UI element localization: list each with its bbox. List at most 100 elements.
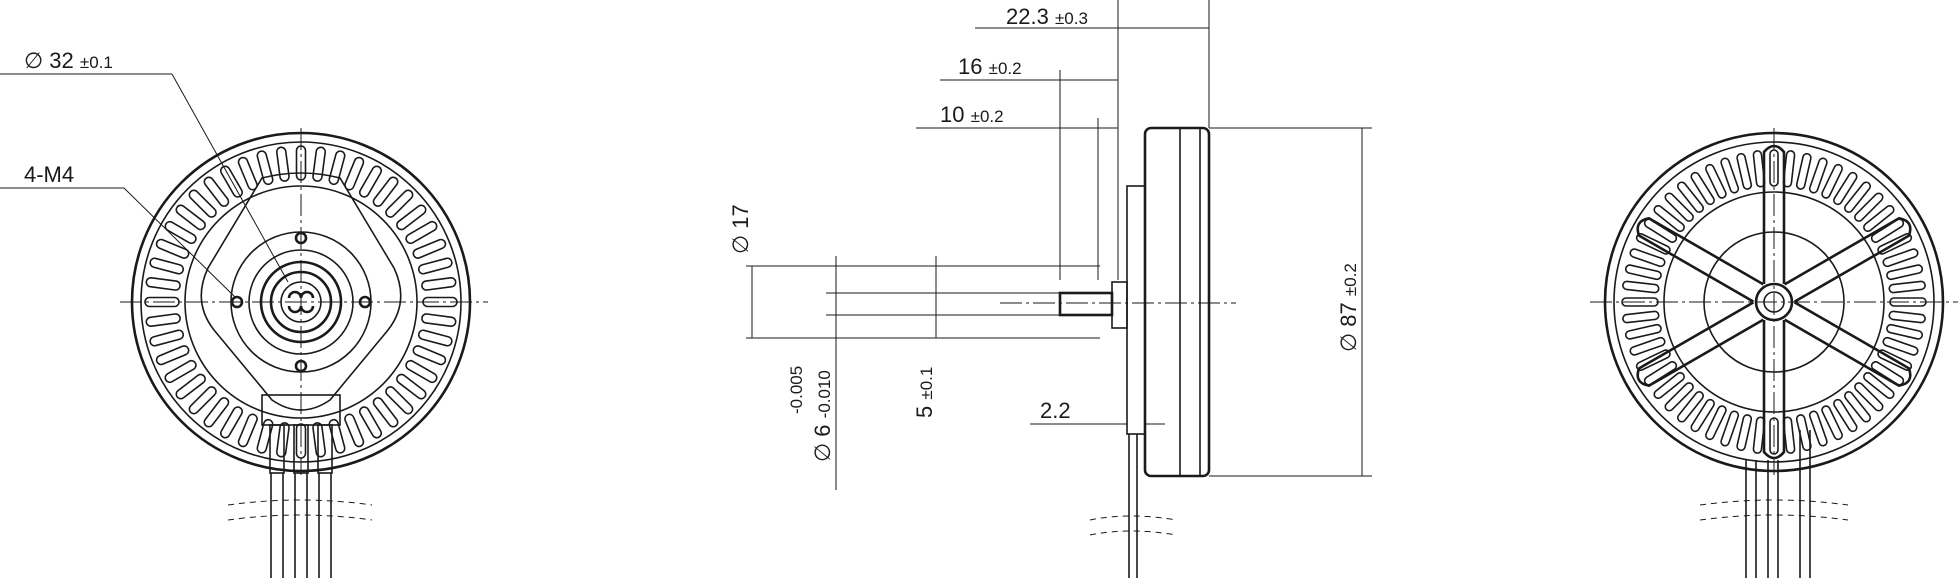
slot [1676, 391, 1705, 423]
slot [237, 413, 258, 448]
shaft-length-dim: 5 ±0.1 [912, 367, 937, 418]
slot [396, 373, 427, 400]
slot [1877, 233, 1913, 255]
slot [405, 220, 438, 245]
slot [1821, 163, 1843, 199]
mount-threads-label: 4-M4 [24, 162, 74, 187]
rotor-cooling-slots [1621, 149, 1927, 455]
slot [1622, 310, 1660, 324]
step-16-dim: 16 ±0.2 [958, 54, 1022, 79]
slot [1635, 349, 1671, 371]
slot [312, 146, 327, 182]
slot [188, 386, 217, 415]
slot [344, 413, 365, 448]
slot [328, 150, 346, 186]
spoke [1783, 216, 1912, 303]
spoke [1783, 301, 1912, 388]
slot [1769, 417, 1779, 455]
slot [1629, 248, 1666, 268]
slot [417, 329, 453, 347]
slot [175, 204, 206, 231]
slot [1821, 405, 1843, 441]
slot [188, 189, 217, 218]
slot [421, 276, 457, 291]
slot [1629, 336, 1666, 356]
slot [175, 373, 206, 400]
slot [219, 406, 244, 439]
slot [385, 386, 414, 415]
slot [421, 313, 457, 328]
slot [1736, 152, 1753, 190]
slot [1833, 171, 1858, 206]
slot [256, 418, 274, 454]
slot [1886, 323, 1924, 340]
slot [1720, 410, 1740, 447]
front-view: ∅ 32 ±0.1 4-M4 [0, 48, 488, 578]
slot [396, 204, 427, 231]
slot [1808, 157, 1828, 194]
slot [145, 313, 181, 328]
slot [358, 165, 383, 198]
slot [412, 345, 447, 366]
slot [1863, 371, 1895, 400]
slot [405, 359, 438, 384]
step-10-dim: 10 ±0.2 [940, 102, 1004, 127]
slot [1886, 264, 1924, 281]
slot [1843, 181, 1872, 213]
slot [203, 397, 230, 428]
slot [358, 406, 383, 439]
slot [275, 146, 290, 182]
rotor-spokes [1636, 144, 1912, 460]
outer-diameter-dim: ∅ 87 ±0.2 [1336, 263, 1361, 352]
slot [1621, 297, 1659, 307]
slot [1664, 192, 1694, 222]
rear-lead-wires [1699, 430, 1849, 578]
spoke [1636, 216, 1765, 303]
spoke [1762, 320, 1786, 460]
slot [164, 220, 197, 245]
slot [1769, 149, 1779, 187]
slot [1888, 310, 1926, 324]
slot [145, 276, 181, 291]
spoke [1762, 144, 1786, 284]
slot [256, 150, 274, 186]
lead-wires [227, 473, 373, 578]
slot [164, 359, 197, 384]
slot [203, 176, 230, 207]
slot [1882, 336, 1919, 356]
slot [295, 145, 307, 181]
slot [1635, 233, 1671, 255]
slot [1889, 297, 1927, 307]
slot [237, 156, 258, 191]
slot [344, 156, 365, 191]
slot [385, 189, 414, 218]
slot [149, 329, 185, 347]
slot [1690, 171, 1715, 206]
slot [1624, 323, 1662, 340]
slot [144, 296, 180, 308]
slot [1690, 398, 1715, 433]
slot [1705, 405, 1727, 441]
slot [1854, 192, 1884, 222]
slot [1736, 414, 1753, 452]
slot [372, 176, 399, 207]
slot [1877, 349, 1913, 371]
slot [1676, 181, 1705, 213]
slot [1808, 410, 1828, 447]
slot [328, 418, 346, 454]
rear-view [1590, 128, 1958, 578]
slot [1653, 371, 1685, 400]
slot [1795, 152, 1812, 190]
shaft-diameter-dim: ∅ 6 -0.010 [810, 370, 835, 462]
side-view: 22.3 ±0.3 16 ±0.2 10 ±0.2 ∅ 17 ∅ 6 -0.01… [728, 0, 1372, 578]
shaft-diameter-tol-upper: -0.005 [787, 366, 806, 414]
slot [1833, 398, 1858, 433]
slot [155, 345, 190, 366]
slot [1863, 204, 1895, 233]
slot [155, 238, 190, 259]
slot [1653, 204, 1685, 233]
slot [1843, 391, 1872, 423]
slot [417, 257, 453, 275]
